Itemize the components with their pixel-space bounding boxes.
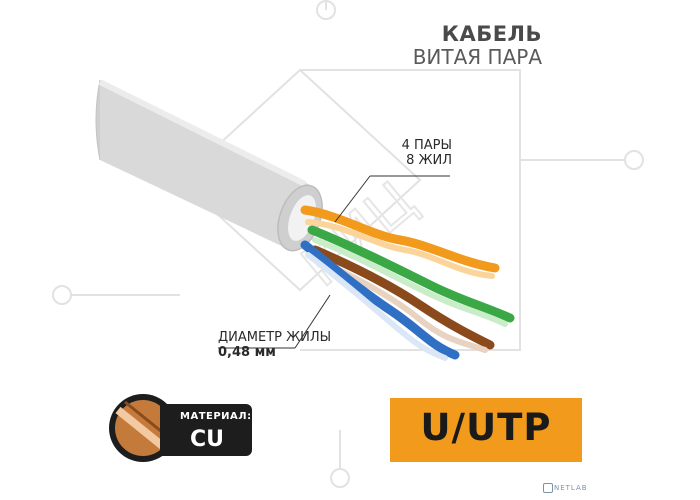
brown-pair [310,245,495,350]
pairs-callout: 4 ПАРЫ 8 ЖИЛ [382,138,452,168]
shielding-badge: U/UTP [390,398,582,462]
product-title: КАБЕЛЬ ВИТАЯ ПАРА [413,22,542,68]
cable-jacket [95,79,323,252]
cores-count: 8 ЖИЛ [406,153,452,168]
blue-pair [300,240,460,360]
brand-logo: NETLAB [554,484,588,492]
pairs-count: 4 ПАРЫ [401,138,452,153]
material-label: МАТЕРИАЛ: [180,411,252,422]
title-sub: ВИТАЯ ПАРА [412,45,542,69]
diameter-label: ДИАМЕТР ЖИЛЫ [218,330,332,345]
diameter-callout: ДИАМЕТР ЖИЛЫ 0,48 мм [218,330,331,360]
green-pair [307,225,515,323]
twisted-pairs [300,205,515,361]
diameter-value: 0,48 мм [218,345,276,360]
material-badge: МАТЕРИАЛ: CU [108,394,258,464]
material-box [160,404,252,456]
orange-pair [300,205,500,273]
label-pointers [218,175,450,349]
shielding-label: U/UTP [420,406,552,449]
brand-logo-icon [543,483,553,493]
title-main: КАБЕЛЬ [441,22,542,46]
material-value: CU [190,427,225,452]
watermark-frame [52,0,644,488]
